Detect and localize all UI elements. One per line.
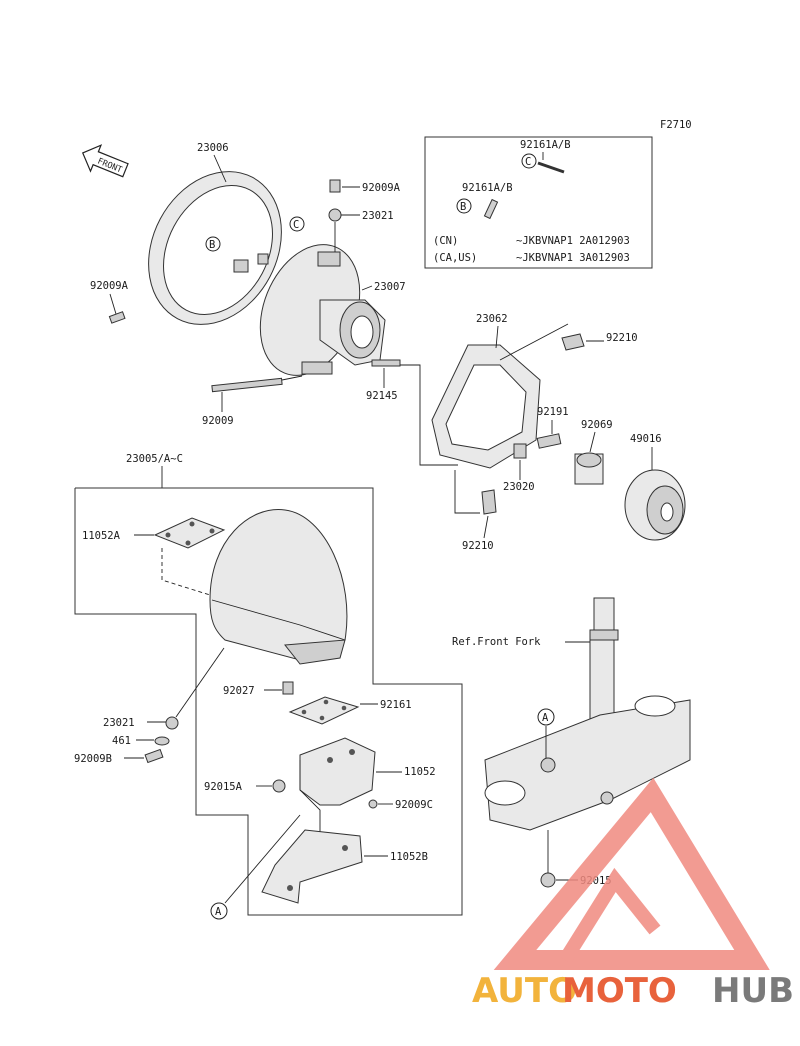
- inset-row-1-serial: ~JKBVNAP1 2A012903: [516, 235, 630, 247]
- label-23007: 23007: [374, 281, 406, 293]
- label-92009: 92009: [202, 415, 234, 427]
- headlight-assembly-outline: [74, 487, 463, 916]
- label-11052: 11052: [404, 766, 436, 778]
- label-49016: 49016: [630, 433, 662, 445]
- front-arrow-icon: FRONT: [81, 144, 129, 178]
- label-11052A: 11052A: [82, 530, 121, 542]
- inset-callout-c-label: C: [525, 156, 531, 168]
- plate-92161: [288, 696, 360, 725]
- bulb-cover-49016: [624, 469, 686, 541]
- watermark-logo-icon: [493, 777, 770, 970]
- watermark-text: AUTO MOTO HUB: [472, 971, 794, 1011]
- callout-c-rim: [289, 216, 305, 232]
- label-92009A-left: 92009A: [90, 280, 129, 292]
- headlight-shell-23005: [209, 509, 348, 665]
- watermark-auto: AUTO: [472, 971, 577, 1011]
- figure-code: F2710: [660, 119, 692, 131]
- callout-b-rim: [205, 236, 221, 252]
- bracket-plate-11052A: [153, 517, 226, 549]
- label-23006: 23006: [197, 142, 229, 154]
- label-23005: 23005/A~C: [126, 453, 183, 465]
- headlight-housing-23007: [259, 244, 386, 376]
- watermark-hub: HUB: [712, 971, 794, 1011]
- serial-inset-box: [424, 136, 653, 269]
- label-461: 461: [112, 735, 131, 747]
- callout-b-rim-label: B: [209, 239, 215, 251]
- inset-row-1-market: (CN): [433, 235, 458, 247]
- bracket-11052B: [261, 829, 363, 904]
- inset-callout-c: [521, 153, 537, 169]
- label-23020: 23020: [503, 481, 535, 493]
- label-92009B: 92009B: [74, 753, 112, 765]
- headlight-bracket-23062: [431, 344, 541, 469]
- callout-a-fork-label: A: [542, 712, 549, 724]
- headlight-bulb-92069: [574, 452, 604, 485]
- label-92145: 92145: [366, 390, 398, 402]
- label-92210-bottom: 92210: [462, 540, 494, 552]
- bracket-11052: [299, 737, 376, 840]
- label-92210-top: 92210: [606, 332, 638, 344]
- label-23021-left: 23021: [103, 717, 135, 729]
- callout-a-fork: [537, 708, 555, 726]
- label-23021-top: 23021: [362, 210, 394, 222]
- inset-callout-b-label: B: [460, 201, 466, 213]
- label-ref-front-fork: Ref.Front Fork: [452, 636, 541, 648]
- callout-c-rim-label: C: [293, 219, 299, 231]
- inset-label-b: 92161A/B: [462, 182, 513, 194]
- label-92069: 92069: [581, 419, 613, 431]
- label-92015A: 92015A: [204, 781, 243, 793]
- label-23062: 23062: [476, 313, 508, 325]
- inset-row-2-serial: ~JKBVNAP1 3A012903: [516, 252, 630, 264]
- label-92009C: 92009C: [395, 799, 433, 811]
- watermark-moto: MOTO: [562, 971, 677, 1011]
- inset-row-2-market: (CA,US): [433, 252, 477, 264]
- inset-callout-b: [456, 198, 472, 214]
- label-92027: 92027: [223, 685, 255, 697]
- label-92161: 92161: [380, 699, 412, 711]
- inset-label-c: 92161A/B: [520, 139, 571, 151]
- label-92191: 92191: [537, 406, 569, 418]
- callout-a-bracket: [210, 902, 228, 920]
- steering-stem-assembly: [484, 597, 691, 831]
- callout-a-bracket-label: A: [215, 906, 222, 918]
- label-92009A-top: 92009A: [362, 182, 401, 194]
- label-11052B: 11052B: [390, 851, 428, 863]
